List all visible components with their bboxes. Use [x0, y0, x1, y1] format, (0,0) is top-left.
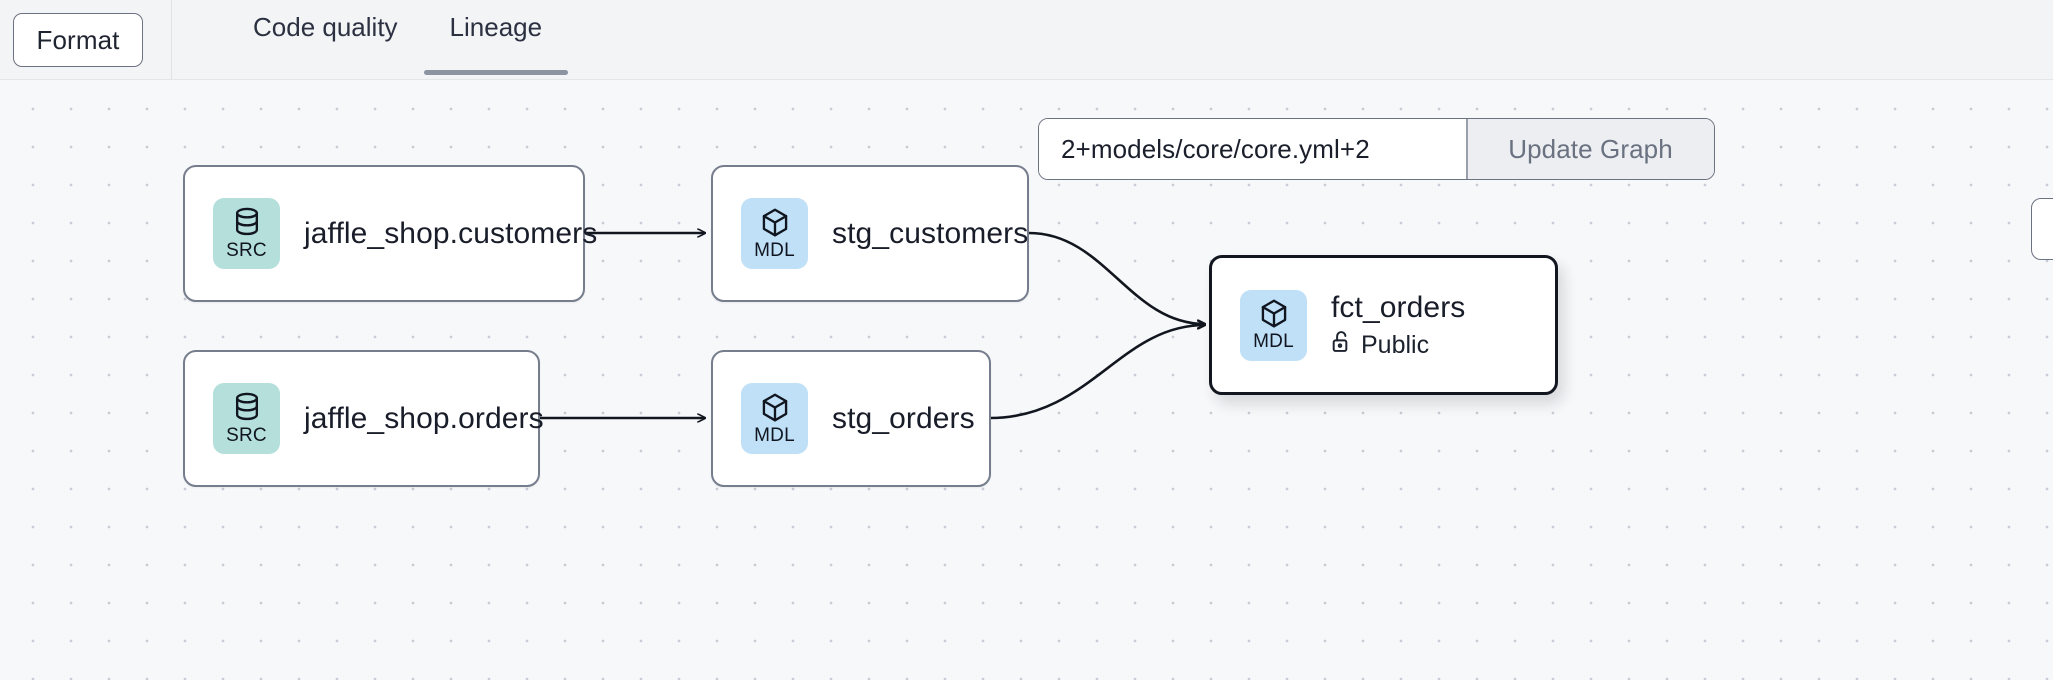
graph-selector-group: Update Graph: [1038, 118, 1715, 180]
format-button[interactable]: Format: [13, 12, 143, 67]
format-pane: Format: [0, 0, 172, 79]
node-title: jaffle_shop.customers: [304, 216, 598, 250]
lineage-node-src-customers[interactable]: SRC jaffle_shop.customers: [183, 165, 597, 302]
database-icon: [232, 392, 262, 424]
database-icon: [232, 207, 262, 239]
badge-src: SRC: [213, 383, 280, 454]
node-body: stg_orders: [832, 401, 975, 437]
node-body: stg_customers: [832, 216, 1028, 252]
lineage-node-stg-orders[interactable]: MDL stg_orders: [711, 350, 991, 487]
lineage-node-stg-customers[interactable]: MDL stg_customers: [711, 165, 1029, 302]
node-title: jaffle_shop.orders: [304, 401, 544, 435]
top-toolbar: Format Code quality Lineage: [0, 0, 2053, 80]
badge-src: SRC: [213, 198, 280, 269]
tab-bar: Code quality Lineage: [172, 0, 569, 79]
badge-mdl: MDL: [1240, 289, 1307, 361]
unlock-icon: [1331, 330, 1352, 360]
badge-mdl: MDL: [741, 198, 808, 269]
badge-mdl: MDL: [741, 383, 808, 454]
node-title: stg_customers: [832, 216, 1029, 250]
node-body: jaffle_shop.customers: [304, 216, 597, 252]
node-access: Public: [1331, 330, 1465, 360]
tab-code-quality-label: Code quality: [253, 12, 398, 42]
badge-label: SRC: [226, 239, 267, 261]
tab-underline-active: [423, 70, 569, 75]
badge-label: MDL: [1253, 331, 1294, 352]
tab-code-quality[interactable]: Code quality: [227, 0, 424, 79]
edge-stg-customers-to-fct-orders: [1028, 231, 1205, 324]
lineage-canvas[interactable]: SRC jaffle_shop.customers SRC jaffle_sh: [0, 80, 2053, 680]
lineage-node-fct-orders[interactable]: MDL fct_orders Public: [1209, 255, 1558, 395]
cube-icon: [1259, 298, 1289, 330]
selector-divider: [1466, 119, 1468, 179]
tab-lineage[interactable]: Lineage: [423, 0, 569, 79]
update-graph-button[interactable]: Update Graph: [1467, 119, 1714, 179]
badge-label: MDL: [754, 424, 795, 446]
node-title: stg_orders: [832, 401, 975, 435]
badge-label: SRC: [226, 424, 267, 446]
badge-label: MDL: [754, 239, 795, 261]
cube-icon: [760, 392, 790, 424]
edge-stg-orders-to-fct-orders: [989, 325, 1205, 420]
node-title: fct_orders: [1331, 291, 1466, 324]
tab-lineage-label: Lineage: [449, 12, 543, 42]
lineage-node-src-orders[interactable]: SRC jaffle_shop.orders: [183, 350, 544, 487]
node-body: fct_orders Public: [1331, 290, 1465, 360]
cube-icon: [760, 207, 790, 239]
offscreen-control-partial[interactable]: [2031, 198, 2053, 260]
node-body: jaffle_shop.orders: [304, 401, 544, 437]
node-access-label: Public: [1361, 331, 1430, 359]
graph-selector-input[interactable]: [1039, 119, 1466, 179]
